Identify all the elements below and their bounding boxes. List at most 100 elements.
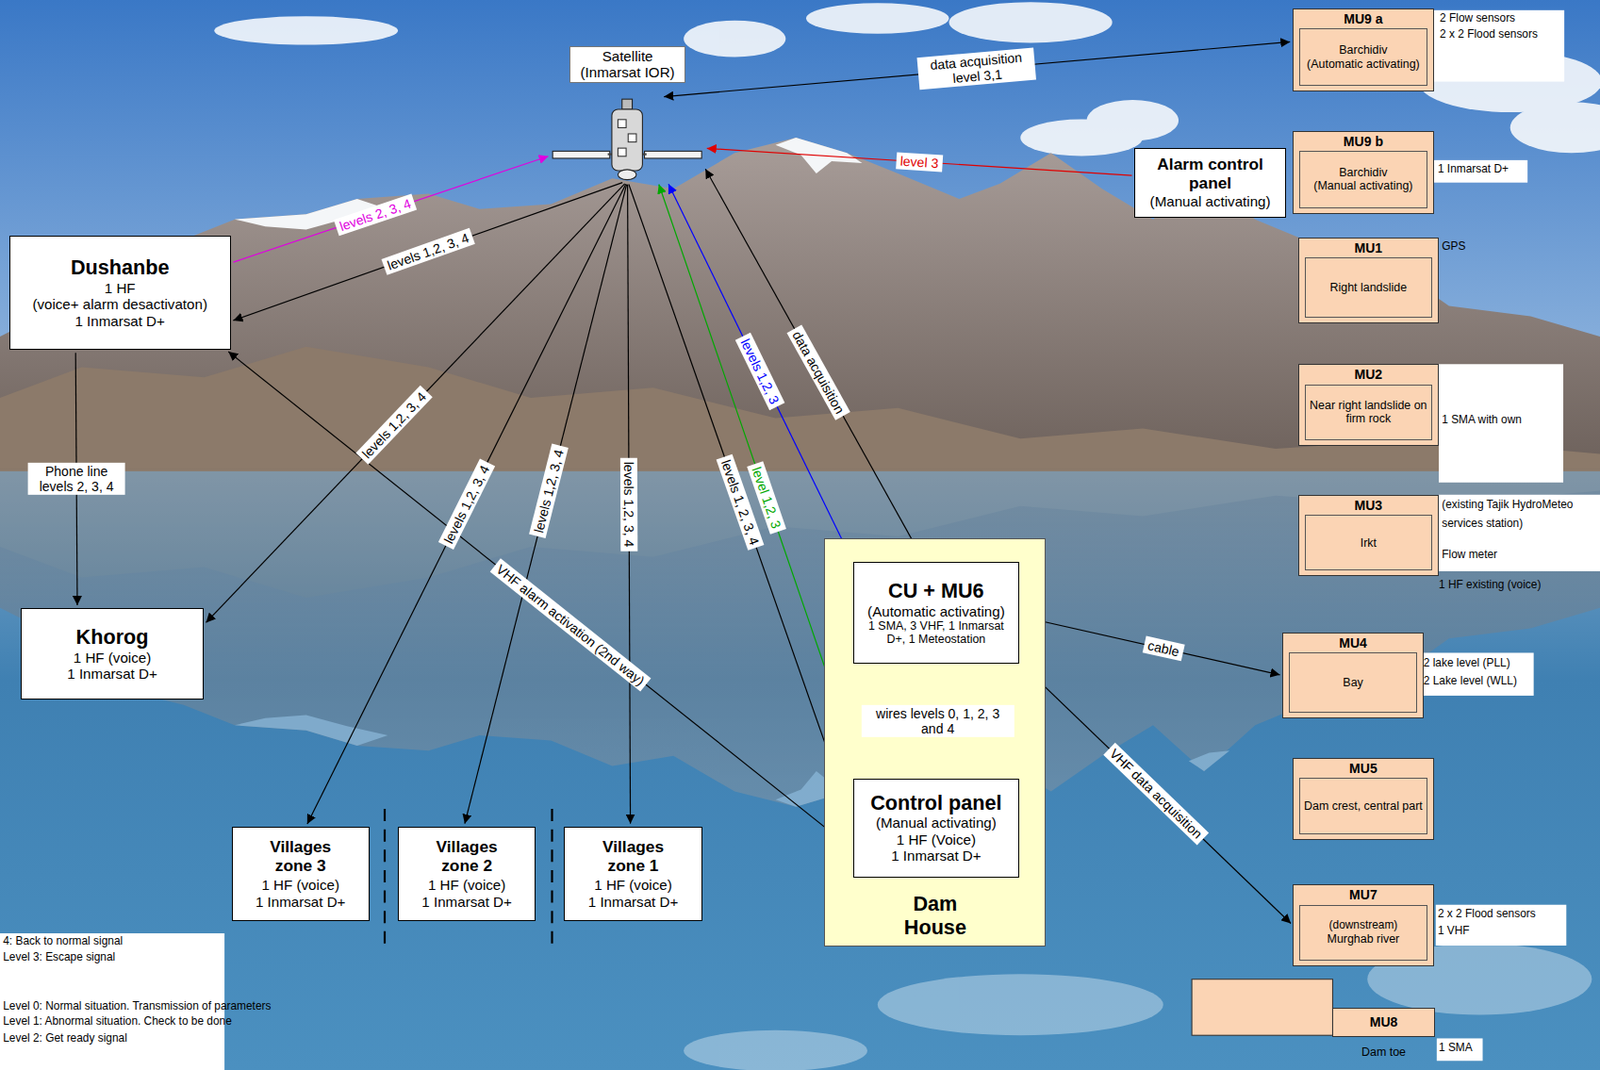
connector-line	[206, 183, 626, 624]
station-box: Alarm control panel(Manual activating)	[1134, 148, 1286, 218]
node-detail: 1 HF (voice)	[236, 876, 365, 893]
note-panel	[1438, 363, 1564, 483]
signal-connector	[228, 351, 851, 848]
legend-note: 4: Back to normal signal	[2, 935, 123, 949]
node-detail: (voice+ alarm desactivaton)	[14, 296, 227, 313]
satellite-part	[644, 150, 703, 159]
node-detail: Barchidiv	[1303, 165, 1423, 180]
connector-label: levels 1,2, 3, 4	[620, 457, 639, 551]
satellite-part	[618, 148, 627, 157]
satellite-part	[611, 109, 643, 171]
equipment-note: 1 SMA with own	[1441, 413, 1522, 428]
signal-connector	[307, 183, 627, 825]
node-title: Dushanbe	[14, 256, 227, 281]
node-detail: 1 Inmarsat D+	[236, 893, 365, 910]
station-box: Villages zone 31 HF (voice)1 Inmarsat D+	[231, 826, 370, 923]
mountains	[0, 137, 1600, 476]
unit-body-frame: Bay	[1288, 652, 1417, 713]
connector-label: Phone line levels 2, 3, 4	[28, 462, 126, 495]
equipment-note: Flow meter	[1441, 548, 1498, 562]
note-panel	[1434, 160, 1529, 183]
measuring-unit-box: MU3Irkt	[1298, 494, 1439, 578]
legend-note: Level 2: Get ready signal	[2, 1032, 128, 1046]
node-detail: Near right landslide on firm rock	[1308, 398, 1429, 427]
node-detail: (Manual activating)	[857, 814, 1015, 831]
measuring-unit-box: MU9 aBarchidiv(Automatic activating)	[1292, 8, 1434, 93]
cloud-reflection	[877, 973, 1164, 1036]
connector-line	[232, 156, 548, 263]
node-detail: 1 Inmarsat D+	[402, 893, 531, 910]
node-title: MU7	[1293, 885, 1433, 904]
node-detail: 1 HF (Voice)	[857, 831, 1015, 848]
connector-line	[705, 168, 924, 560]
equipment-note: 2 x 2 Flood sensors	[1439, 28, 1538, 42]
signal-connector	[232, 182, 623, 321]
station-box: Villages zone 11 HF (voice)1 Inmarsat D+	[563, 826, 702, 923]
note-panel	[1421, 652, 1535, 695]
node-detail: Dam crest, central part	[1303, 799, 1423, 813]
note-panels	[0, 10, 1600, 1070]
connector-line	[1022, 616, 1280, 676]
cloud	[1510, 101, 1600, 153]
node-title: MU8	[1369, 1014, 1399, 1030]
cloud-reflections	[683, 943, 1592, 1070]
station-box: Khorog1 HF (voice)1 Inmarsat D+	[20, 608, 205, 700]
measuring-unit-box: MU4Bay	[1282, 632, 1423, 719]
cloud	[806, 2, 950, 33]
node-detail: (Manual activating)	[1138, 193, 1281, 210]
node-title: MU3	[1299, 495, 1438, 514]
node-title: MU1	[1299, 238, 1438, 257]
node-detail: Murghab river	[1303, 932, 1423, 946]
signal-connector	[232, 156, 548, 263]
unit-body-frame: Irkt	[1304, 514, 1433, 571]
connector-line	[668, 183, 852, 560]
satellite-part	[622, 98, 633, 110]
equipment-note: 2 Lake level (WLL)	[1423, 675, 1518, 689]
node-detail: Dam toe	[1333, 1045, 1434, 1059]
node-title: MU5	[1293, 758, 1433, 777]
mountain-range	[0, 137, 1600, 476]
unit-body-frame: Near right landslide on firm rock	[1304, 384, 1433, 441]
connector-label: wires levels 0, 1, 2, 3 and 4	[860, 705, 1014, 738]
signal-connector	[628, 183, 853, 821]
connector-line	[232, 182, 623, 321]
equipment-note: (existing Tajik HydroMeteo	[1441, 498, 1573, 512]
measuring-unit-box: MU9 bBarchidiv(Manual activating)	[1292, 131, 1434, 215]
equipment-note: 2 lake level (PLL)	[1423, 657, 1511, 671]
equipment-note: 2 x 2 Flood sensors	[1437, 907, 1536, 922]
node-title: MU9 a	[1293, 9, 1433, 28]
station-box: Control panel(Manual activating)1 HF (Vo…	[853, 778, 1020, 878]
satellite-icon	[550, 97, 704, 182]
connector-line	[228, 351, 851, 848]
measuring-unit-box: MU1Right landslide	[1298, 237, 1439, 324]
signal-connector	[663, 41, 1290, 97]
legend-note: Level 0: Normal situation. Transmission …	[2, 1000, 271, 1014]
node-title: Alarm control panel	[1138, 155, 1281, 194]
node-detail: 1 HF (voice)	[402, 876, 531, 893]
node-title: Khorog	[25, 626, 200, 650]
dam-toe-block	[1191, 979, 1333, 1037]
node-title: Satellite (Inmarsat IOR)	[569, 46, 686, 83]
node-title: MU4	[1283, 633, 1422, 652]
station-box: CU + MU6(Automatic activating)1 SMA, 3 V…	[853, 561, 1020, 664]
equipment-note: 1 Inmarsat D+	[1437, 163, 1509, 177]
node-detail: Right landslide	[1308, 280, 1429, 295]
signal-connector	[464, 184, 627, 825]
node-detail: 1 HF	[14, 280, 227, 297]
connector-line	[464, 184, 627, 825]
node-detail: 1 Inmarsat D+	[25, 665, 200, 682]
satellite-part	[618, 169, 637, 181]
connector-line	[1021, 663, 1291, 924]
node-title: MU2	[1299, 364, 1438, 383]
unit-body-frame: Right landslide	[1304, 257, 1433, 318]
equipment-note: 1 SMA	[1438, 1041, 1473, 1056]
node-detail: 1 Inmarsat D+	[857, 847, 1015, 864]
measuring-unit-box: MU8Dam toe	[1332, 1007, 1435, 1037]
node-detail: 1 Inmarsat D+	[14, 313, 227, 330]
shore-hills	[0, 346, 1600, 476]
note-panel	[1438, 494, 1600, 572]
node-title: Villages zone 3	[254, 838, 347, 876]
cloud	[683, 20, 786, 58]
node-detail: Irkt	[1308, 536, 1429, 550]
